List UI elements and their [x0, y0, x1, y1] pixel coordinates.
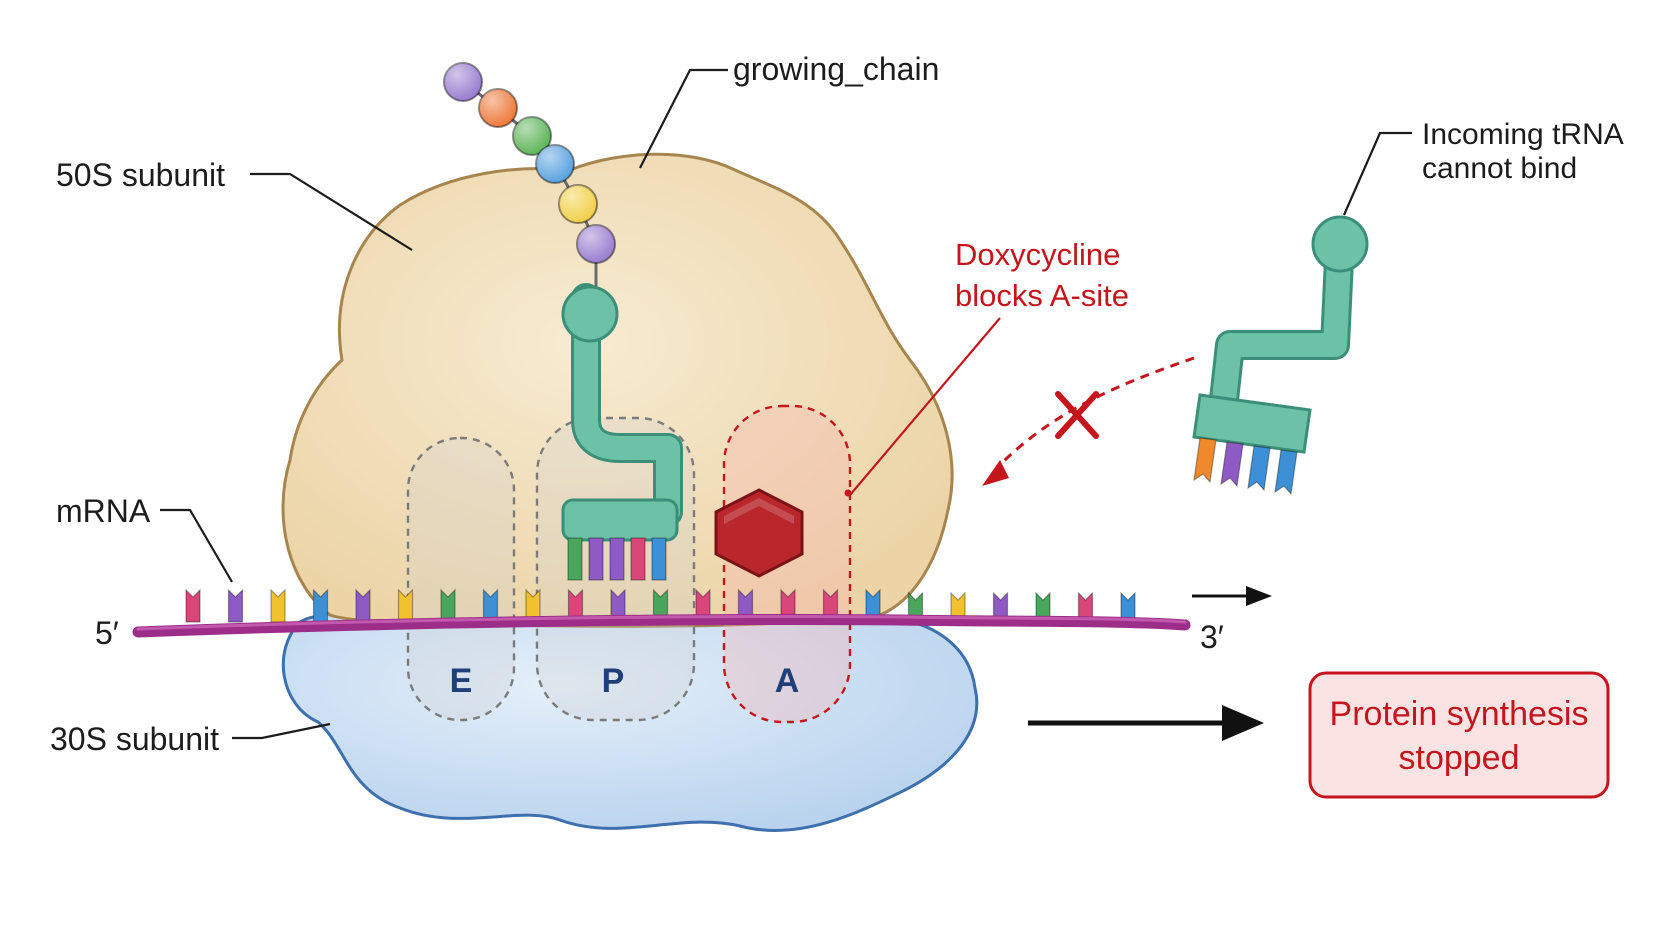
anticodon-prong [567, 537, 583, 581]
growing-chain [443, 62, 616, 296]
site-letter-p: P [602, 662, 625, 700]
label-50s-subunit: 50S subunit [56, 157, 225, 193]
p-trna-anticodon [567, 537, 667, 581]
drug-leader-line [849, 317, 1001, 496]
anticodon-prong [630, 537, 646, 581]
codon-tooth [227, 588, 244, 623]
incoming-trna [1192, 215, 1369, 496]
site-letter-a: A [775, 662, 800, 700]
label-5-prime: 5′ [95, 615, 119, 651]
codon-tooth [185, 588, 201, 623]
anticodon-prong [609, 537, 625, 581]
leader-growing-chain [639, 68, 728, 169]
mrna-strand [132, 614, 1191, 638]
label-growing-chain: growing_chain [733, 51, 939, 87]
site-letter-e: E [450, 662, 473, 700]
label-30s-subunit: 30S subunit [50, 721, 219, 757]
red-x-icon [1055, 391, 1099, 439]
direction-arrow-right-icon [1192, 586, 1272, 606]
incoming-anticodon-prong [1274, 449, 1298, 496]
doxycycline-hexagon-icon [714, 488, 804, 578]
codon-tooth [270, 588, 286, 623]
incoming-trna-anticodon [1193, 437, 1298, 496]
blocked-approach-arrow [993, 356, 1195, 472]
leader-mrna [160, 508, 233, 583]
result-line-2: stopped [1399, 739, 1520, 777]
e-site [406, 436, 516, 722]
label-3-prime: 3′ [1200, 619, 1224, 655]
result-line-1: Protein synthesis [1330, 695, 1589, 733]
incoming-anticodon-prong [1247, 445, 1271, 492]
anticodon-prong [588, 537, 604, 581]
leader-30s [232, 722, 331, 740]
leader-incoming-trna [1342, 131, 1412, 216]
incoming-anticodon-prong [1220, 441, 1244, 488]
label-blocks-a-site: blocks A-site [955, 278, 1129, 313]
result-box: Protein synthesis stopped [1308, 671, 1610, 799]
label-mrna: mRNA [56, 493, 151, 529]
label-incoming-trna-1: Incoming tRNA [1422, 118, 1624, 151]
result-arrow-right-icon [1028, 705, 1264, 741]
p-site-trna [561, 283, 683, 581]
arrowhead-icon [982, 460, 1009, 486]
a-site [722, 404, 852, 724]
label-doxycycline: Doxycycline [955, 237, 1120, 272]
incoming-anticodon-prong [1193, 437, 1217, 484]
leader-50s [250, 172, 413, 251]
label-incoming-trna-2: cannot bind [1422, 152, 1577, 185]
anticodon-prong [651, 537, 667, 581]
